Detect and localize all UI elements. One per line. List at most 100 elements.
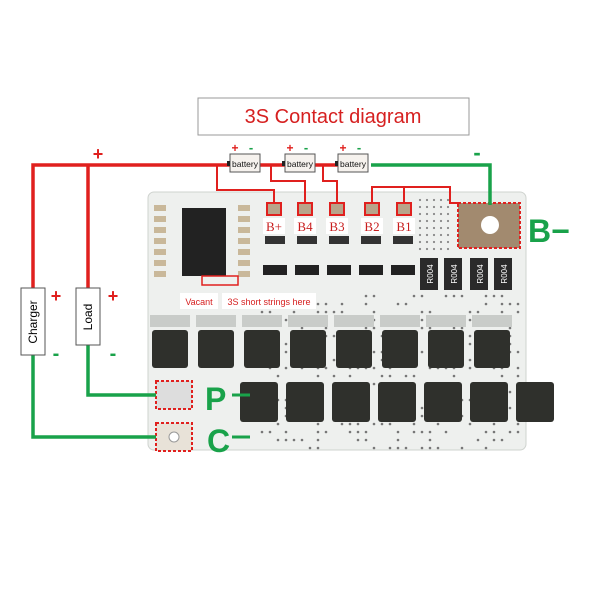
via xyxy=(317,423,320,426)
via xyxy=(421,311,424,314)
via xyxy=(493,431,496,434)
via xyxy=(365,303,368,306)
smd-part xyxy=(238,227,250,233)
via xyxy=(440,206,442,208)
mosfet xyxy=(474,330,510,368)
via xyxy=(325,431,328,434)
mosfet-tab xyxy=(380,315,420,327)
pad-label: B3 xyxy=(329,219,344,234)
via xyxy=(269,431,272,434)
pad-label: B2 xyxy=(364,219,379,234)
smd-part xyxy=(154,238,166,244)
via xyxy=(453,327,456,330)
smd-part xyxy=(154,216,166,222)
c-hole xyxy=(169,432,179,442)
pad-label: B4 xyxy=(297,219,313,234)
via xyxy=(421,447,424,450)
via xyxy=(365,327,368,330)
via xyxy=(261,431,264,434)
via xyxy=(349,375,352,378)
via xyxy=(365,431,368,434)
mosfet-tab xyxy=(288,315,328,327)
via xyxy=(301,439,304,442)
smd-resistor xyxy=(265,236,285,244)
via xyxy=(447,206,449,208)
via xyxy=(325,303,328,306)
via xyxy=(421,415,424,418)
mosfet xyxy=(336,330,372,368)
load-minus-wire xyxy=(88,345,156,395)
via xyxy=(501,303,504,306)
via xyxy=(317,447,320,450)
mosfet xyxy=(290,330,326,368)
via xyxy=(477,311,480,314)
via xyxy=(445,431,448,434)
smd-part xyxy=(238,238,250,244)
via xyxy=(469,311,472,314)
via xyxy=(333,311,336,314)
via xyxy=(419,206,421,208)
via xyxy=(493,423,496,426)
via xyxy=(277,423,280,426)
via xyxy=(413,423,416,426)
via xyxy=(429,439,432,442)
via xyxy=(433,220,435,222)
via xyxy=(373,383,376,386)
b-minus-hole xyxy=(481,216,499,234)
via xyxy=(447,241,449,243)
mosfet xyxy=(378,382,416,422)
via xyxy=(285,343,288,346)
battery-series: battery+-battery+-battery+- xyxy=(227,140,368,172)
via xyxy=(421,295,424,298)
via xyxy=(469,335,472,338)
via xyxy=(485,431,488,434)
via xyxy=(277,439,280,442)
mosfet-tab xyxy=(472,315,512,327)
via xyxy=(317,439,320,442)
via xyxy=(333,335,336,338)
transistor xyxy=(263,265,287,275)
vacant-note: Vacant xyxy=(185,297,213,307)
via xyxy=(509,327,512,330)
via xyxy=(269,311,272,314)
via xyxy=(426,220,428,222)
via xyxy=(447,227,449,229)
mosfet xyxy=(332,382,370,422)
via xyxy=(397,447,400,450)
via xyxy=(461,295,464,298)
mosfet xyxy=(382,330,418,368)
via xyxy=(285,319,288,322)
smd-part xyxy=(154,205,166,211)
via xyxy=(325,327,328,330)
mosfet xyxy=(516,382,554,422)
mosfet-tab xyxy=(334,315,374,327)
via xyxy=(341,423,344,426)
via xyxy=(447,199,449,201)
via xyxy=(317,431,320,434)
via xyxy=(389,375,392,378)
via xyxy=(517,375,520,378)
via xyxy=(433,213,435,215)
mosfet xyxy=(428,330,464,368)
resistor-label: R004 xyxy=(426,264,435,284)
via xyxy=(419,234,421,236)
via xyxy=(285,351,288,354)
via xyxy=(357,423,360,426)
via xyxy=(421,431,424,434)
smd-part xyxy=(154,249,166,255)
via xyxy=(426,248,428,250)
via xyxy=(501,439,504,442)
smd-resistor xyxy=(361,236,381,244)
via xyxy=(437,423,440,426)
via xyxy=(517,351,520,354)
via xyxy=(447,234,449,236)
via xyxy=(397,303,400,306)
balance-pad xyxy=(330,203,344,215)
via xyxy=(485,303,488,306)
battery-minus: - xyxy=(357,140,361,155)
via xyxy=(509,391,512,394)
via xyxy=(349,431,352,434)
transistor xyxy=(295,265,319,275)
